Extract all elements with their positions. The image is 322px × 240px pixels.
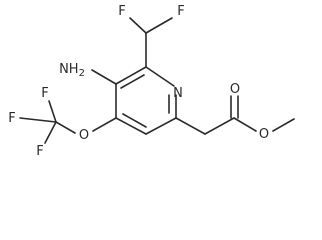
pyridine-nitrogen-label: N	[173, 86, 183, 101]
amino-label: NH2	[59, 62, 85, 79]
bond-c3-nh2	[91, 69, 117, 85]
bond-c2-n	[145, 66, 175, 87]
bond-cf3-f3	[48, 100, 57, 123]
fluorine-label-4: F	[8, 111, 15, 126]
bond-ch2-cco	[204, 117, 235, 135]
bond-cf3-f4	[19, 117, 57, 123]
fluorine-label-3: F	[41, 86, 48, 101]
bond-c5-c6	[145, 117, 177, 135]
bond-c4-o	[92, 117, 117, 132]
bond-c4-c5-inner	[122, 113, 147, 128]
bond-c4-c5-outer	[115, 117, 147, 135]
bond-c2-c3-outer	[115, 66, 147, 85]
bond-o-cf3	[55, 121, 76, 134]
bond-oester-ch3	[272, 118, 295, 132]
bond-c2-c3-inner	[120, 74, 145, 89]
ester-oxygen-label: O	[259, 127, 269, 142]
bond-chf2-f2	[145, 17, 173, 34]
carbonyl-oxygen-label: O	[230, 82, 240, 97]
ether-oxygen-label: O	[79, 128, 89, 143]
structure-canvas: F F NH2 N O O O F F F	[8, 4, 295, 158]
fluorine-label-2: F	[177, 4, 184, 19]
bond-cf3-f5	[44, 121, 57, 144]
atom-labels: F F NH2 N O O O F F F	[8, 4, 269, 158]
bond-cco-oester	[233, 117, 257, 132]
fluorine-label-5: F	[36, 144, 43, 158]
bonds	[19, 17, 295, 144]
bond-chf2-f1	[129, 17, 147, 34]
bond-c6-ch2	[175, 117, 206, 135]
molecule-diagram: F F NH2 N O O O F F F	[8, 4, 295, 158]
fluorine-label-1: F	[118, 4, 125, 19]
